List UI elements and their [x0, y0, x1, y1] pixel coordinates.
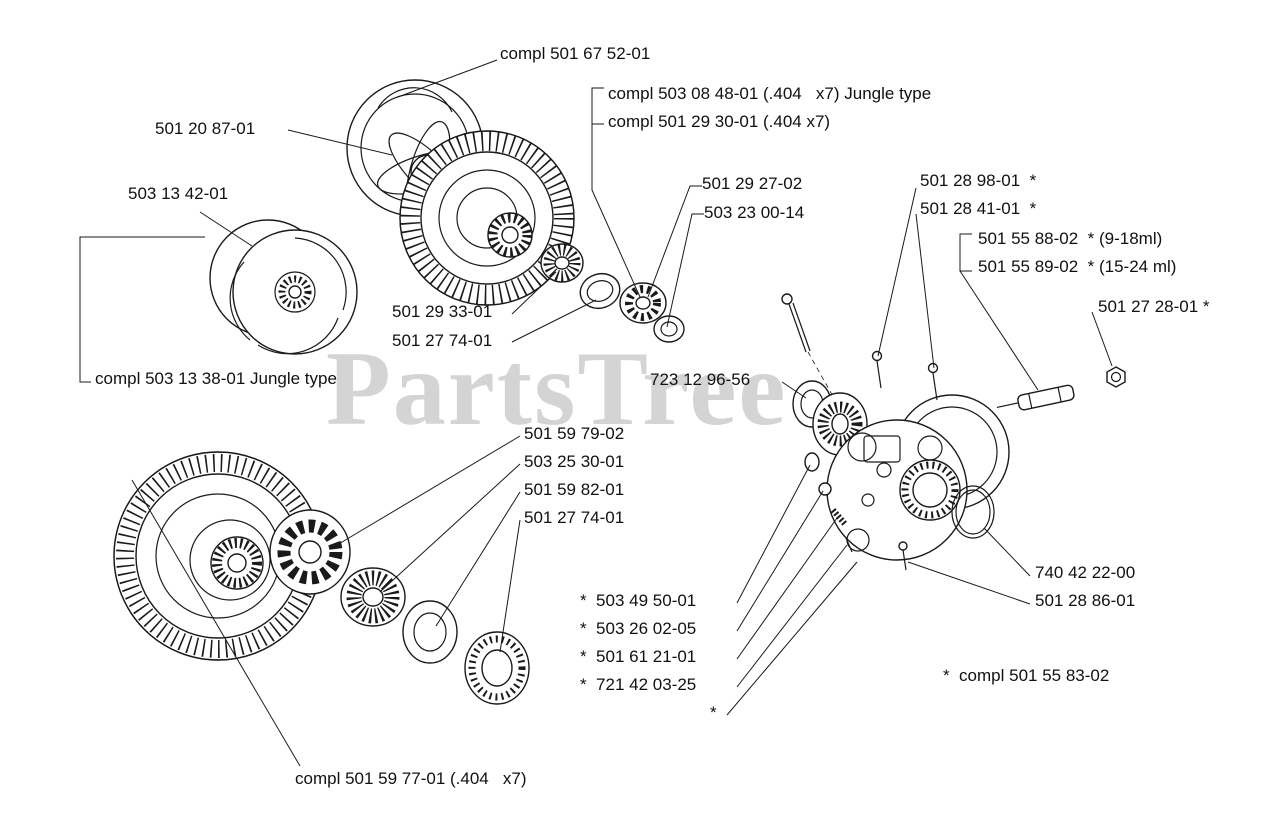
part-label: 723 12 96-56 — [650, 370, 751, 389]
part-label: 501 28 98-01 * — [920, 171, 1037, 190]
part-label: 501 55 88-02 * (9-18ml) — [978, 229, 1163, 248]
clutch-drum-drawing — [399, 130, 575, 306]
clutch-small-parts-drawing — [540, 243, 685, 343]
part-label: * 503 49 50-01 — [580, 591, 697, 610]
part-label: 501 28 86-01 — [1035, 591, 1136, 610]
jungle-clutch-shoes-drawing — [209, 219, 358, 355]
lubricant-tube-drawing — [996, 384, 1075, 411]
part-label: 501 59 82-01 — [524, 480, 625, 499]
part-label: 501 59 79-02 — [524, 424, 625, 443]
part-label: * 501 61 21-01 — [580, 647, 697, 666]
part-label: * 503 26 02-05 — [580, 619, 697, 638]
part-label: compl 501 67 52-01 — [500, 44, 651, 63]
nut-drawing — [1106, 366, 1126, 388]
part-label: 501 29 27-02 — [702, 174, 803, 193]
part-label: 501 28 41-01 * — [920, 199, 1037, 218]
part-label: 503 13 42-01 — [128, 184, 229, 203]
oil-pump-assembly-drawing — [781, 293, 1126, 571]
part-label: compl 503 13 38-01 Jungle type — [95, 369, 337, 388]
part-label: 501 29 33-01 — [392, 302, 493, 321]
part-label-asterisk: * — [710, 703, 717, 722]
part-label: 740 42 22-00 — [1035, 563, 1136, 582]
part-label: compl 501 59 77-01 (.404 x7) — [295, 769, 527, 788]
part-label-footnote: * compl 501 55 83-02 — [943, 666, 1110, 685]
part-label: 501 27 74-01 — [392, 331, 493, 350]
part-label: * 721 42 03-25 — [580, 675, 697, 694]
leader-lines — [79, 59, 1113, 767]
part-label: compl 503 08 48-01 (.404 x7) Jungle type — [608, 84, 932, 103]
part-label: 501 20 87-01 — [155, 119, 256, 138]
part-label: 501 27 74-01 — [524, 508, 625, 527]
part-label: compl 501 29 30-01 (.404 x7) — [608, 112, 831, 131]
sprocket-drum-exploded-drawing — [113, 451, 530, 705]
part-label: 501 27 28-01 * — [1098, 297, 1210, 316]
part-label: 503 23 00-14 — [704, 203, 805, 222]
part-label: 503 25 30-01 — [524, 452, 625, 471]
part-label: 501 55 89-02 * (15-24 ml) — [978, 257, 1177, 276]
